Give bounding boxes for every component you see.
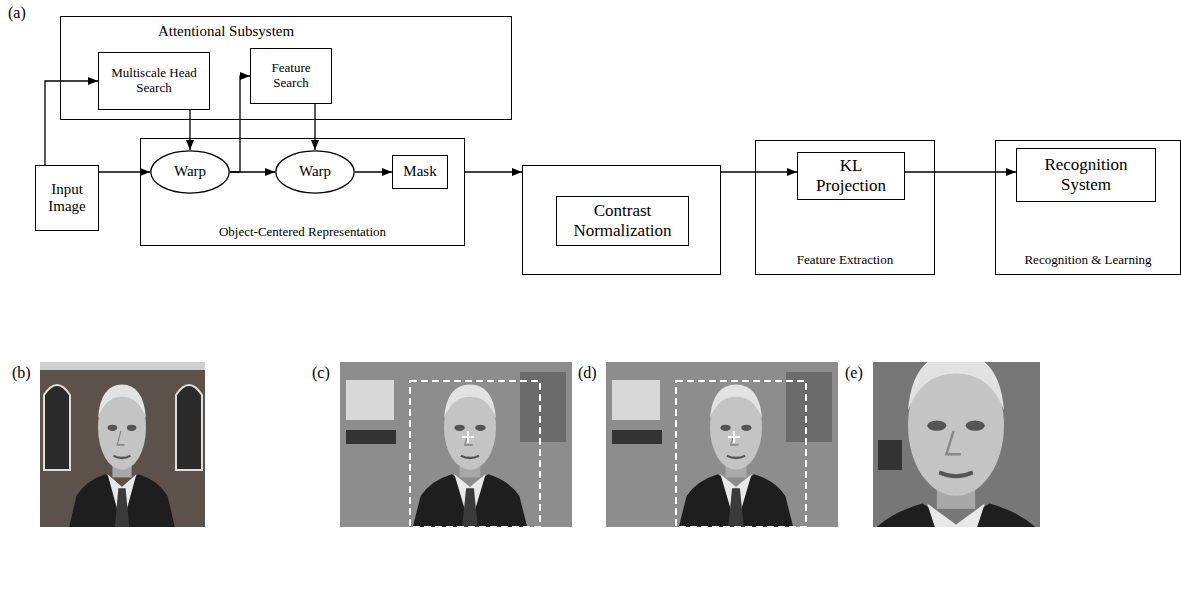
panel-label: (e) (845, 364, 863, 382)
flow-arrow (721, 171, 797, 172)
panel-label-slot: (c) (312, 364, 330, 382)
text-slot: Object-Centered Representation (141, 221, 464, 243)
stage-group: Recognition & Learning Recognition System (995, 140, 1181, 275)
text-slot: Multiscale Head Search (99, 53, 209, 109)
text-slot: Contrast Normalization (556, 196, 689, 246)
process-box: Multiscale Head Search (98, 52, 210, 110)
text-slot: KL Projection (798, 153, 904, 199)
flow-arrow (355, 171, 392, 172)
text-slot: Attentional Subsystem (61, 20, 391, 44)
subsystem-group: Attentional SubsystemMultiscale Head Sea… (60, 16, 512, 120)
input-box: Input Image (35, 165, 99, 231)
flow-arrow (99, 171, 150, 172)
text-slot: Recognition System (1017, 149, 1155, 201)
photo-b (40, 362, 205, 527)
ellipse-shape (151, 151, 229, 193)
box-label: Mask (403, 163, 436, 180)
flow-arrow (230, 76, 250, 172)
box-label: Warp (299, 163, 331, 180)
text-slot: Feature Search (251, 49, 331, 103)
warp-ellipse: Warp (275, 150, 355, 194)
panel-label: (d) (578, 364, 597, 382)
stage-group: Contrast Normalization (522, 165, 721, 275)
flow-arrow (189, 110, 190, 150)
panel-label-slot: (a) (8, 4, 26, 22)
flow-arrow (45, 81, 98, 165)
process-box: KL Projection (797, 152, 905, 200)
box-label: Contrast Normalization (561, 201, 684, 240)
text-slot: Mask (393, 156, 447, 188)
process-box: Feature Search (250, 48, 332, 104)
ellipse-shape (276, 151, 354, 193)
text-slot: Warp (275, 150, 355, 194)
box-label: Feature Search (256, 61, 326, 91)
text-slot: Recognition & Learning (996, 249, 1180, 271)
process-box: Recognition System (1016, 148, 1156, 202)
box-label: Recognition System (1022, 155, 1150, 194)
box-label: Warp (174, 163, 206, 180)
text-slot: Feature Extraction (756, 249, 934, 271)
warp-ellipse: Warp (150, 150, 230, 194)
text-slot: Warp (150, 150, 230, 194)
stage-group: Object-Centered Representation Warp Warp Ma… (140, 138, 465, 246)
photo-e (850, 353, 1061, 592)
process-box: Mask (392, 155, 448, 189)
stage-group: Feature Extraction KL Projection (755, 140, 935, 275)
panel-label: (b) (12, 364, 31, 382)
panel-label: (c) (312, 364, 330, 382)
box-label: Attentional Subsystem (158, 23, 294, 40)
box-label: Multiscale Head Search (104, 66, 204, 96)
photo-d (606, 362, 838, 527)
box-label: Input Image (41, 181, 93, 216)
panel-label-slot: (d) (578, 364, 597, 382)
flow-arrow (465, 171, 522, 172)
box-label: Recognition & Learning (1024, 253, 1151, 268)
panel-label-slot: (b) (12, 364, 31, 382)
box-label: Feature Extraction (797, 253, 893, 268)
photo-c (340, 362, 572, 527)
flow-arrow (905, 171, 1016, 172)
flow-arrow (314, 104, 315, 150)
box-label: Object-Centered Representation (219, 225, 386, 240)
box-label: KL Projection (803, 156, 899, 195)
text-slot: Input Image (36, 166, 98, 230)
panel-label-slot: (e) (845, 364, 863, 382)
panel-label: (a) (8, 4, 26, 22)
